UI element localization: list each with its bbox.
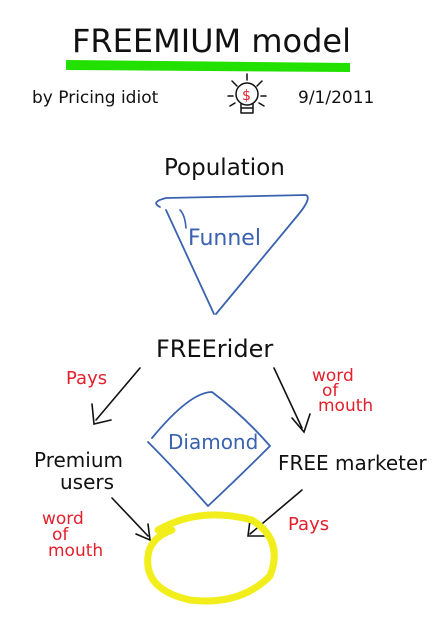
apostoles-highlight [144,511,278,605]
label-wom-left-1: word [42,509,84,529]
label-wom-right-3: mouth [318,396,373,416]
label-wom-left-2: of [52,525,69,545]
diamond-shape [147,391,271,507]
node-funnel: Funnel [188,226,261,251]
node-premium-line2: users [60,470,114,494]
label-pays-right: Pays [288,514,329,535]
lightbulb-icon [227,73,267,114]
funnel-shape [155,194,309,315]
label-pays-left: Pays [66,368,107,389]
funnel-inner-curve [179,209,187,229]
node-population: Population [164,155,285,181]
arrow-freerider-to-premium [91,367,141,425]
arrow-freerider-to-marketer [273,367,311,434]
byline-date: 9/1/2011 [298,88,374,108]
funnel-shape-left [165,209,215,315]
label-wom-right-1: word [312,366,354,386]
byline-author: by Pricing idiot [32,88,159,108]
lightbulb-dollar: $ [242,88,251,104]
arrow-premium-to-apostoles [111,497,151,542]
title-highlight [66,60,350,72]
node-marketer: FREE marketer [278,451,427,475]
label-wom-right-2: of [322,381,339,401]
node-diamond: Diamond [168,430,258,454]
title: FREEMIUM model [72,22,351,60]
node-freerider: FREErider [156,335,273,363]
node-premium-line1: Premium [34,448,123,472]
label-wom-left-3: mouth [48,541,103,561]
